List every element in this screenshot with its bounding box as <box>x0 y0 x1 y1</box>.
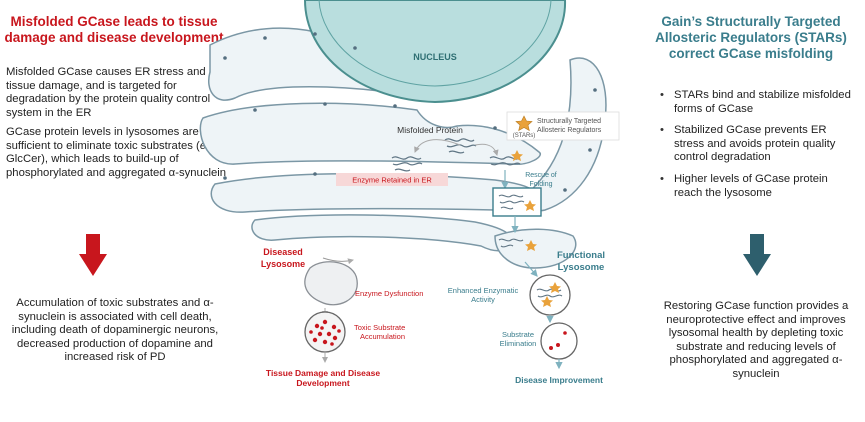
stars-tag: (STARs) <box>513 133 536 139</box>
star-icon <box>515 115 533 132</box>
misfolded-protein-label: Misfolded Protein <box>397 125 463 135</box>
paragraph-text: GlcCer), which leads to build-up of phos… <box>6 153 227 179</box>
retained-protein-icon <box>391 156 423 172</box>
rescue-label-line2: Folding <box>530 181 553 188</box>
stars-legend-line1: Structurally Targeted <box>537 118 601 125</box>
right-bottom-summary: Restoring GCase function provides a neur… <box>663 300 849 380</box>
bullet-item: STARs bind and stabilize misfolded forms… <box>660 89 855 116</box>
functional-lysosome-label-line2: Lysosome <box>558 262 605 273</box>
enhanced-activity-label-line1: Enhanced Enzymatic <box>448 286 519 295</box>
nucleus <box>303 0 567 104</box>
down-arrow-teal-icon <box>743 234 771 276</box>
rescue-label-line1: Rescue of <box>525 172 557 179</box>
functional-lysosome-label-line1: Functional <box>557 250 605 261</box>
cell-diagram: NUCLEUS Misfolded Protein (STARs) Struct… <box>199 0 620 388</box>
substrate-elimination-label-line1: Substrate <box>502 330 534 339</box>
star-icon <box>524 200 536 211</box>
diseased-lysosome <box>304 261 358 306</box>
toxic-accumulation-label-line2: Accumulation <box>360 332 405 341</box>
down-arrow-red-icon <box>79 234 107 276</box>
nucleus-label: NUCLEUS <box>413 52 457 62</box>
star-icon <box>549 282 561 293</box>
bullet-item: Higher levels of GCase protein reach the… <box>660 173 855 200</box>
star-icon <box>511 150 523 161</box>
left-paragraph-lysosome: GCase protein levels in lysosomes are no… <box>6 126 228 180</box>
bullet-item: Stabilized GCase prevents ER stress and … <box>660 124 855 165</box>
clean-lysosome <box>540 322 578 360</box>
tissue-damage-label-line2: Development <box>296 378 350 388</box>
left-heading: Misfolded GCase leads to tissue damage a… <box>4 14 224 45</box>
enzyme-retained-label: Enzyme Retained in ER <box>352 176 432 185</box>
tissue-damage-label-line1: Tissue Damage and Disease <box>266 368 380 378</box>
diseased-lysosome-label-line2: Lysosome <box>261 259 305 269</box>
toxic-accumulation-label-line1: Toxic Substrate <box>354 323 405 332</box>
star-icon <box>525 240 537 251</box>
substrate-elimination-label-line2: Elimination <box>500 339 537 348</box>
right-heading: Gain’s Structurally Targeted Allosteric … <box>655 14 847 61</box>
enhanced-activity-label-line2: Activity <box>471 295 495 304</box>
star-icon <box>541 296 553 307</box>
left-bottom-summary: Accumulation of toxic substrates and α-s… <box>11 297 219 364</box>
disease-improvement-label: Disease Improvement <box>515 375 603 385</box>
paragraph-text: GCase protein levels in lysosomes are no… <box>6 126 218 152</box>
stars-legend-line2: Allosteric Regulators <box>537 127 602 134</box>
enzyme-dysfunction-label: Enzyme Dysfunction <box>355 289 423 298</box>
diseased-lysosome-label-line1: Diseased <box>263 247 303 257</box>
right-bullet-list: STARs bind and stabilize misfolded forms… <box>660 89 855 208</box>
left-paragraph-er-stress: Misfolded GCase causes ER stress and tis… <box>6 66 211 119</box>
misfolded-protein-icon <box>444 138 477 154</box>
functional-lysosome <box>529 274 571 316</box>
